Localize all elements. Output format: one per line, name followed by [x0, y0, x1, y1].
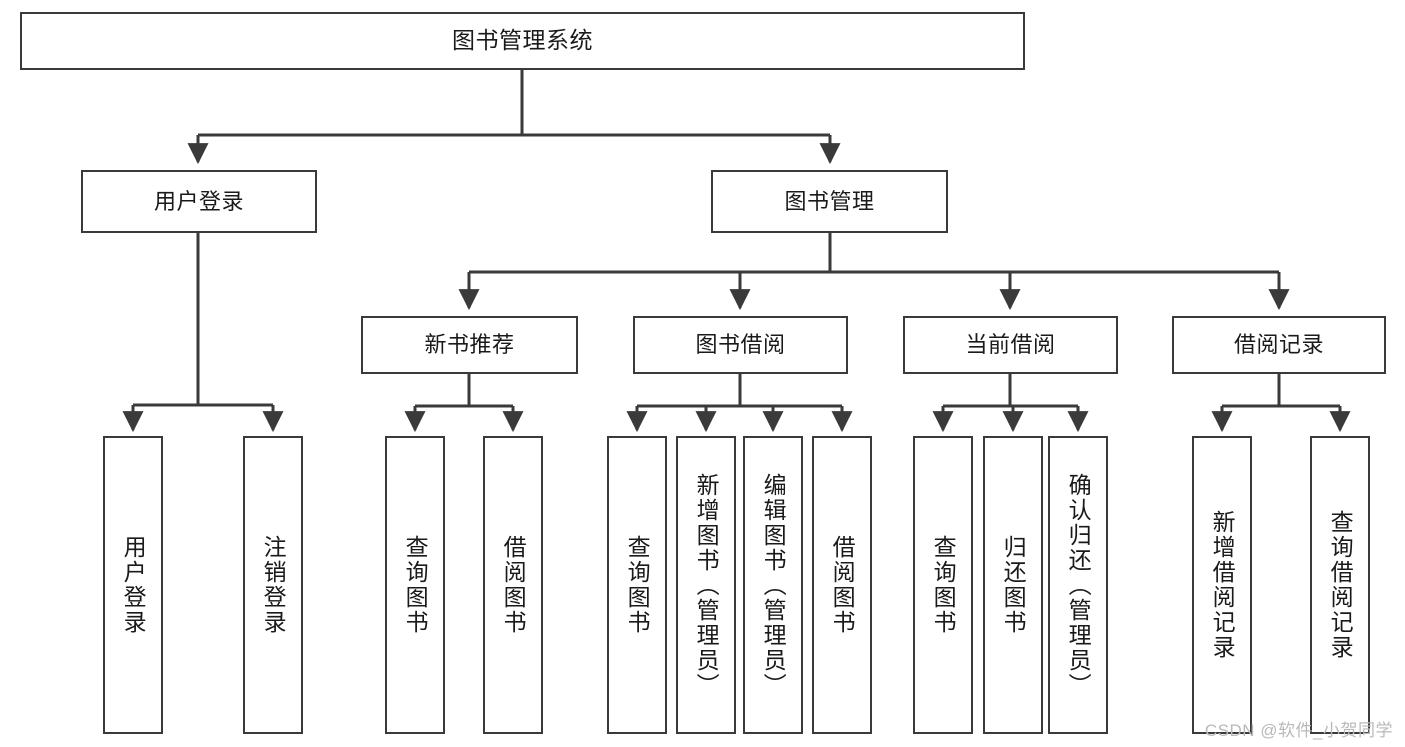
- node-leaf-query-book-2[interactable]: 查询图书: [607, 436, 667, 734]
- node-leaf-logout-login[interactable]: 注销登录: [243, 436, 303, 734]
- node-leaf-logout-login-label: 注销登录: [260, 535, 287, 635]
- node-leaf-user-login-label: 用户登录: [120, 535, 147, 635]
- csdn-watermark: CSDN @软件_小贺同学: [1204, 721, 1393, 740]
- node-leaf-borrow-book-2[interactable]: 借阅图书: [812, 436, 872, 734]
- node-leaf-user-login[interactable]: 用户登录: [103, 436, 163, 734]
- node-leaf-add-book-label: 新增图书（管理员）: [693, 472, 720, 698]
- node-new-book-recommend-label: 新书推荐: [424, 332, 515, 358]
- node-leaf-query-book-1[interactable]: 查询图书: [385, 436, 445, 734]
- node-book-borrow-label: 图书借阅: [695, 332, 786, 358]
- node-leaf-add-record-label: 新增借阅记录: [1209, 510, 1236, 660]
- node-root-system[interactable]: 图书管理系统: [20, 12, 1025, 70]
- node-leaf-query-book-2-label: 查询图书: [624, 535, 651, 635]
- node-leaf-confirm-return-label: 确认归还（管理员）: [1065, 472, 1092, 698]
- node-root-system-label: 图书管理系统: [452, 27, 593, 54]
- node-leaf-query-record-label: 查询借阅记录: [1327, 510, 1354, 660]
- node-current-borrow-label: 当前借阅: [965, 332, 1056, 358]
- node-leaf-return-book[interactable]: 归还图书: [983, 436, 1043, 734]
- node-leaf-query-book-3[interactable]: 查询图书: [913, 436, 973, 734]
- node-leaf-edit-book-label: 编辑图书（管理员）: [760, 472, 787, 698]
- node-borrow-record-label: 借阅记录: [1233, 332, 1324, 358]
- node-leaf-edit-book[interactable]: 编辑图书（管理员）: [743, 436, 803, 734]
- node-leaf-return-book-label: 归还图书: [1000, 535, 1027, 635]
- node-book-management[interactable]: 图书管理: [711, 170, 948, 233]
- node-book-management-label: 图书管理: [784, 188, 875, 214]
- node-leaf-borrow-book-2-label: 借阅图书: [829, 535, 856, 635]
- node-leaf-confirm-return[interactable]: 确认归还（管理员）: [1048, 436, 1108, 734]
- node-user-login-label: 用户登录: [153, 188, 244, 214]
- node-leaf-query-book-3-label: 查询图书: [930, 535, 957, 635]
- node-user-login[interactable]: 用户登录: [81, 170, 317, 233]
- node-borrow-record[interactable]: 借阅记录: [1172, 316, 1386, 374]
- node-current-borrow[interactable]: 当前借阅: [903, 316, 1118, 374]
- node-new-book-recommend[interactable]: 新书推荐: [361, 316, 578, 374]
- node-leaf-borrow-book-1[interactable]: 借阅图书: [483, 436, 543, 734]
- node-leaf-add-book[interactable]: 新增图书（管理员）: [676, 436, 736, 734]
- node-leaf-borrow-book-1-label: 借阅图书: [500, 535, 527, 635]
- node-leaf-query-record[interactable]: 查询借阅记录: [1310, 436, 1370, 734]
- node-leaf-query-book-1-label: 查询图书: [402, 535, 429, 635]
- node-leaf-add-record[interactable]: 新增借阅记录: [1192, 436, 1252, 734]
- node-book-borrow[interactable]: 图书借阅: [633, 316, 848, 374]
